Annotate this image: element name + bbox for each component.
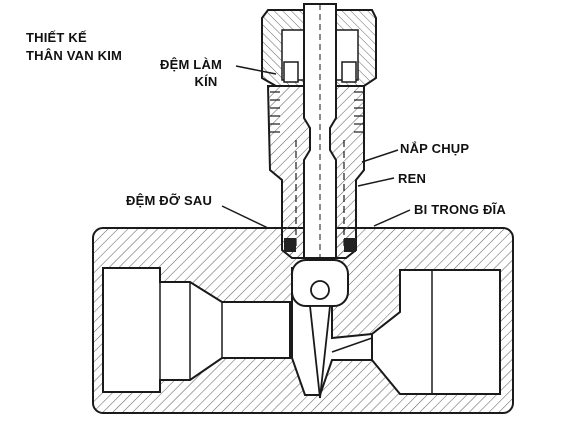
leader-lines	[221, 65, 411, 229]
cap-label: NẮP CHỤP	[400, 141, 470, 156]
diagram-title: THIẾT KẾ THÂN VAN KIM	[26, 29, 122, 65]
title-line-1: THIẾT KẾ	[26, 30, 87, 45]
title-line-2: THÂN VAN KIM	[26, 48, 123, 63]
seal-label-line-2: KÍN	[194, 74, 218, 89]
seal-label-line-1: ĐỆM LÀM	[160, 57, 223, 72]
back-seat-label: ĐỆM ĐỠ SAU	[126, 193, 213, 208]
seal-label: ĐỆM LÀM KÍN	[160, 56, 222, 90]
bonnet-assembly	[261, 3, 377, 399]
valve-body	[92, 227, 514, 414]
ball-label: BI TRONG ĐĨA	[414, 202, 506, 217]
thread-label: REN	[398, 171, 427, 186]
